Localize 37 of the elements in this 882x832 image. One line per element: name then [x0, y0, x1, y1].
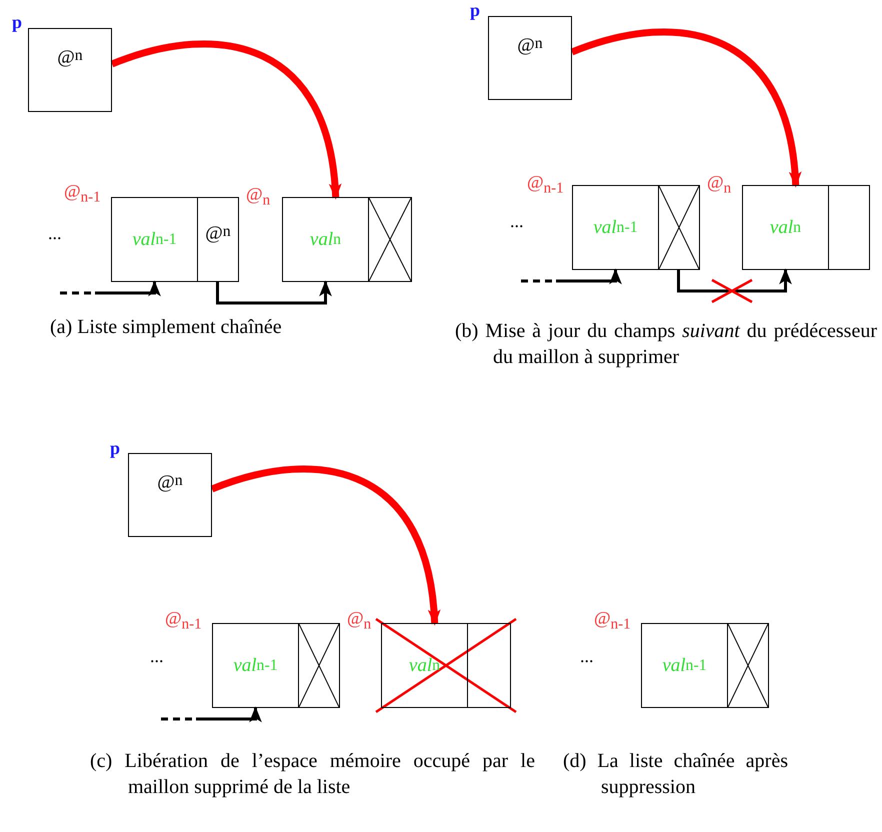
ellipsis: ... — [48, 222, 62, 245]
arrow — [161, 706, 262, 722]
ellipsis: ... — [580, 645, 594, 668]
address-label: @$_{n}$ — [347, 608, 372, 634]
arrow — [570, 28, 801, 188]
variable-name: p — [110, 438, 120, 459]
list-node-box — [111, 197, 239, 282]
arrow — [210, 466, 440, 626]
caption: (a) Liste simplement chaînée — [50, 315, 283, 340]
ellipsis: ... — [150, 645, 164, 668]
address-label: @$_{n}$ — [707, 172, 732, 198]
list-node-box — [282, 197, 412, 282]
address-label: @$_{n}$ — [246, 184, 270, 210]
caption: (d) La liste chaînée après suppression — [563, 749, 788, 800]
address-label: @$_{n-1}$ — [527, 172, 564, 198]
variable-name: p — [470, 0, 480, 21]
arrow — [521, 268, 622, 284]
list-node-box — [641, 623, 769, 708]
address-label: @$_{n-1}$ — [64, 181, 101, 207]
null-pointer-cell — [727, 624, 768, 707]
caption: (b) Mise à jour du champs suivant du prédécesseur du maillon à supprimer — [455, 319, 877, 370]
address-label: @$_{n-1}$ — [165, 608, 202, 634]
list-node-box — [212, 623, 340, 708]
arrow — [216, 280, 332, 304]
list-node-box — [572, 185, 700, 270]
variable-name: p — [12, 12, 22, 33]
caption: (c) Libération de l’espace mémoire occupé par le maillon supprimé de la liste — [90, 749, 535, 800]
ellipsis: ... — [510, 210, 524, 233]
null-pointer-cell — [368, 198, 411, 281]
arrow — [60, 280, 161, 296]
address-label: @$_{n-1}$ — [594, 608, 631, 634]
arrow — [677, 268, 792, 292]
arrow — [110, 40, 341, 200]
null-pointer-cell — [658, 186, 699, 269]
null-pointer-cell — [298, 624, 339, 707]
list-node-box — [742, 185, 870, 270]
list-node-box — [381, 623, 511, 708]
